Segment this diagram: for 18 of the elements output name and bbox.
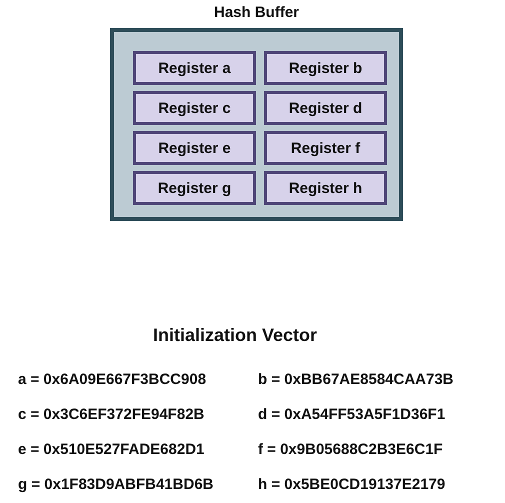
register-box: Register c [133, 91, 256, 125]
register-box: Register a [133, 51, 256, 85]
register-value: g = 0x1F83D9ABFB41BD6B [18, 476, 214, 493]
group-title: Hash Buffer [212, 4, 300, 21]
register-value: e = 0x510E527FADE682D1 [18, 441, 204, 458]
register-box: Register b [264, 51, 387, 85]
register-box: Register d [264, 91, 387, 125]
register-box: Register f [264, 131, 387, 165]
register-value: f = 0x9B05688C2B3E6C1F [258, 441, 443, 458]
register-box: Register e [133, 131, 256, 165]
register-value: b = 0xBB67AE8584CAA73B [258, 371, 454, 388]
register-box: Register h [264, 171, 387, 205]
register-value: c = 0x3C6EF372FE94F82B [18, 406, 204, 423]
section-heading: Initialization Vector [152, 325, 318, 346]
register-value: h = 0x5BE0CD19137E2179 [258, 476, 446, 493]
register-value: d = 0xA54FF53A5F1D36F1 [258, 406, 446, 423]
register-box: Register g [133, 171, 256, 205]
register-value: a = 0x6A09E667F3BCC908 [18, 371, 206, 388]
